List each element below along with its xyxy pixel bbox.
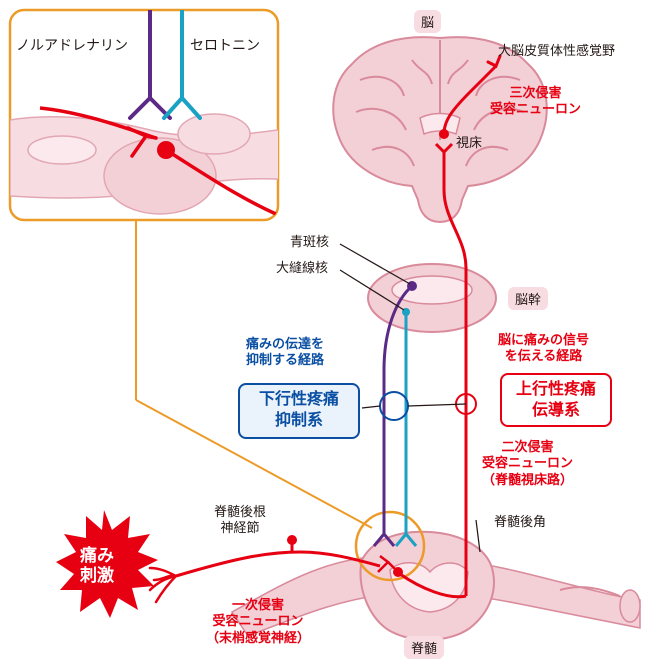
thalamus-label: 視床 — [456, 136, 483, 151]
descending-system-box: 下行性疼痛抑制系 — [238, 383, 360, 439]
third-neuron-label: 三次侵害受容ニューロン — [490, 86, 582, 118]
cortex-label: 大脳皮質体性感覚野 — [498, 44, 616, 59]
ascending-pathway — [377, 54, 502, 599]
brainstem-illustration — [367, 263, 497, 333]
descending-path-label: 痛みの伝達を抑制する経路 — [246, 337, 325, 369]
serotonin-label: セロトニン — [190, 38, 260, 54]
ascending-path-label: 脳に痛みの信号を伝える経路 — [498, 333, 590, 365]
leader-lines — [339, 243, 481, 553]
first-neuron-label: 一次侵害受容ニューロン（末梢感覚神経） — [206, 598, 311, 646]
brain-label: 脳 — [414, 10, 442, 33]
drg-label: 脊髄後根神経節 — [214, 505, 267, 537]
ascending-system-box: 上行性疼痛伝導系 — [500, 373, 612, 427]
descending-pathway — [372, 281, 418, 547]
locus-coeruleus-label: 青斑核 — [290, 235, 330, 250]
second-neuron-label: 二次侵害受容ニューロン（脊髄視床路） — [482, 440, 574, 488]
pain-stimulus-label: 痛み刺激 — [80, 546, 114, 587]
first-neuron — [148, 535, 381, 604]
brainstem-label: 脳幹 — [508, 287, 549, 310]
spinal-cord-label: 脊髄 — [404, 636, 445, 659]
raphe-nucleus-label: 大縫線核 — [276, 261, 329, 276]
zoom-connector — [135, 220, 426, 582]
dorsal-horn-label: 脊髄後角 — [494, 515, 547, 530]
brain-illustration — [332, 36, 548, 224]
spinal-cord-illustration — [230, 530, 641, 641]
pain-burst — [56, 510, 158, 618]
noradrenaline-label: ノルアドレナリン — [16, 38, 128, 54]
synapse-inset — [8, 8, 280, 222]
